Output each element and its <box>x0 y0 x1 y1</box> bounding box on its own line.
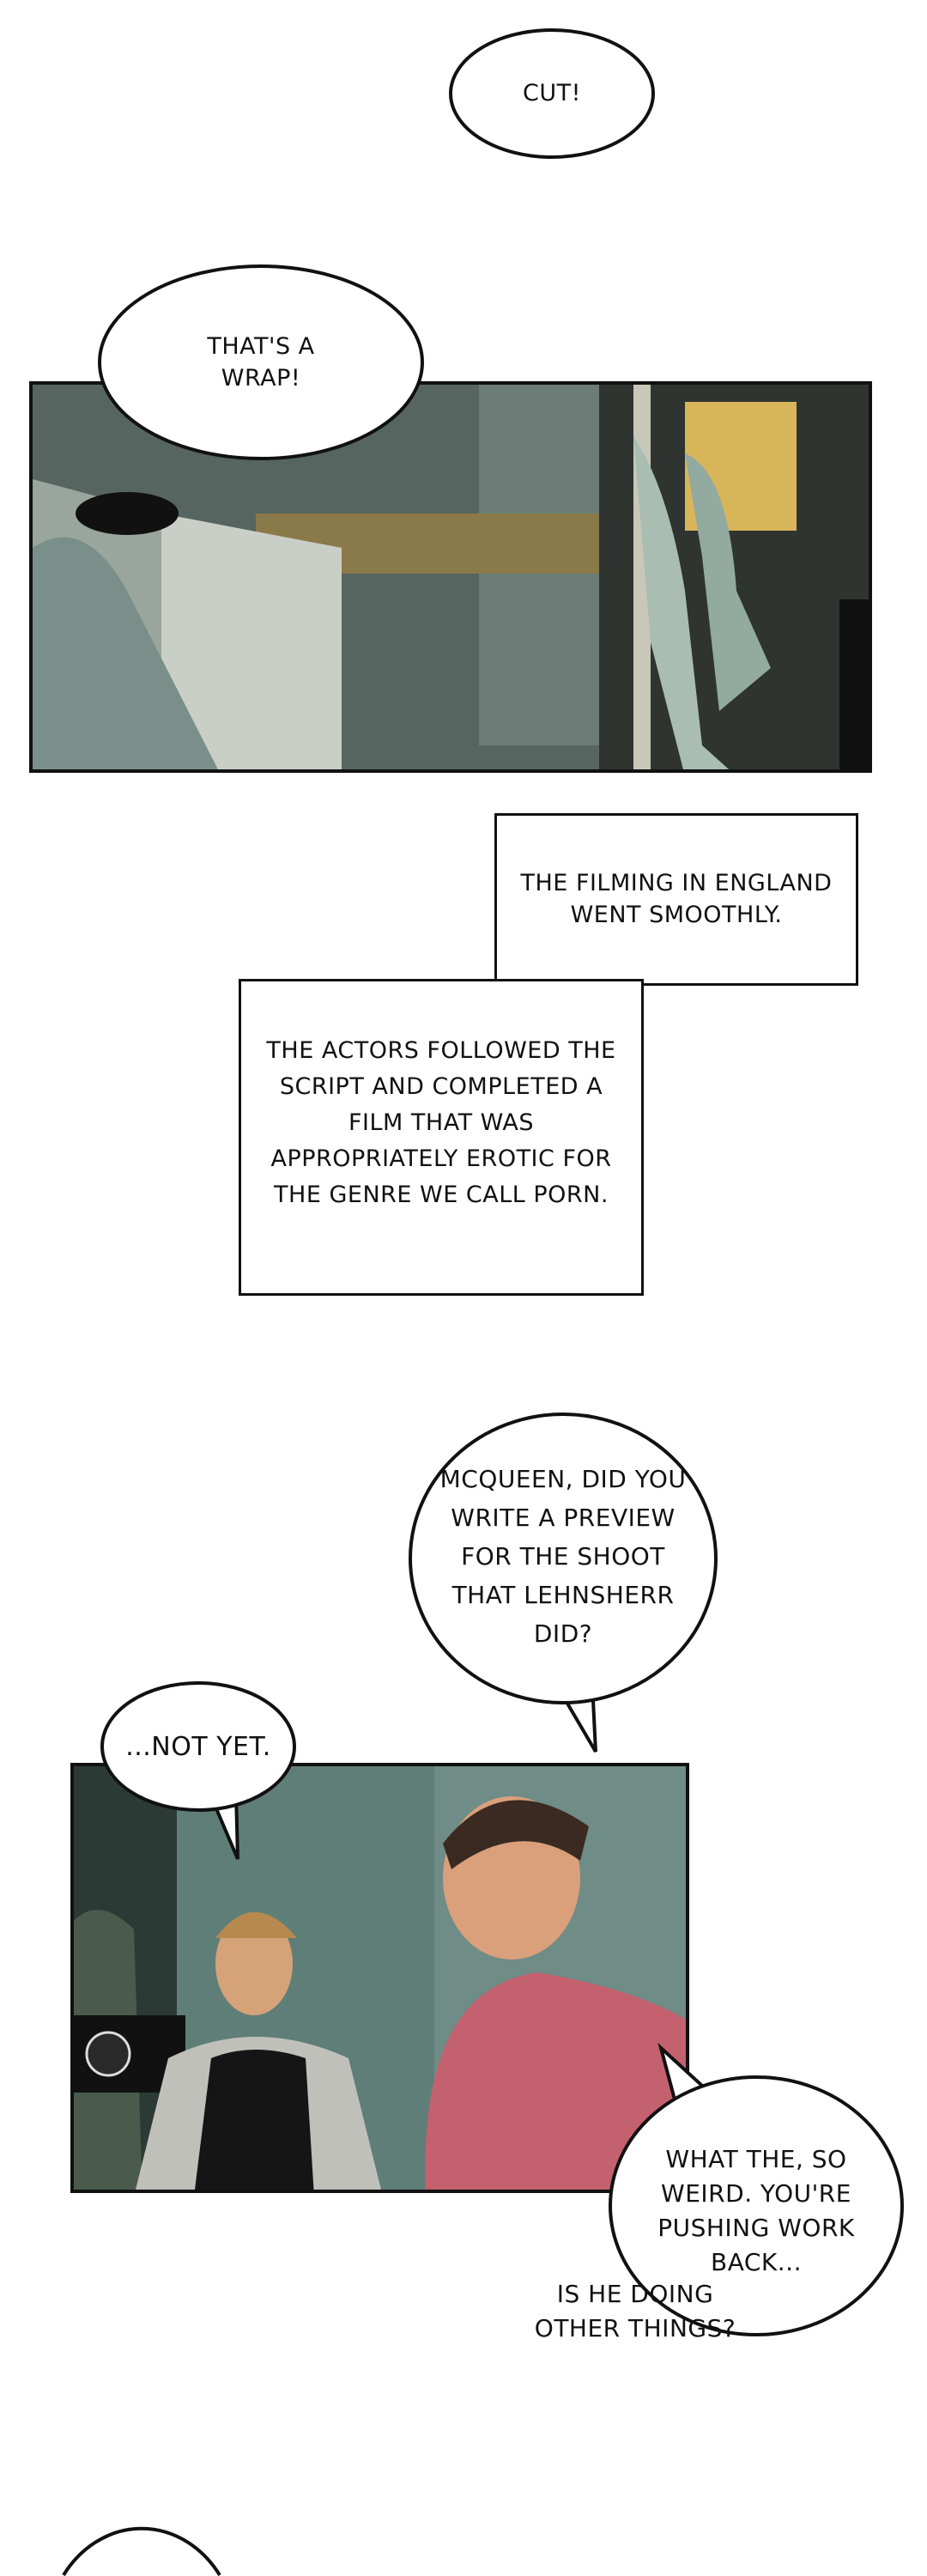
narration-box-2: THE ACTORS FOLLOWED THE SCRIPT AND COMPL… <box>239 979 644 1296</box>
film-set-illustration <box>33 385 869 769</box>
bubble-mcqueen-text: MCQUEEN, DID YOU WRITE A PREVIEW FOR THE… <box>439 1465 687 1648</box>
bubble-cut-text: CUT! <box>523 80 581 106</box>
aside-text: IS HE DOING OTHER THINGS? <box>534 2280 736 2342</box>
narration-box-1-text: THE FILMING IN ENGLAND WENT SMOOTHLY. <box>520 870 833 928</box>
bubble-wrap-text: THAT'S A WRAP! <box>207 333 315 392</box>
bubble-not-yet <box>100 1681 296 1812</box>
bubble-what-the-text: WHAT THE, SO WEIRD. YOU'RE PUSHING WORK … <box>657 2145 855 2276</box>
narration-box-2-text: THE ACTORS FOLLOWED THE SCRIPT AND COMPL… <box>266 1037 616 1208</box>
office-illustration <box>74 1766 686 2190</box>
bubble-cut <box>449 28 655 159</box>
bubble-wrap <box>98 264 424 460</box>
bubble-not-yet-text: ...NOT YET. <box>125 1732 271 1762</box>
narration-box-1: THE FILMING IN ENGLAND WENT SMOOTHLY. <box>494 813 858 986</box>
bubble-what-the <box>609 2075 904 2336</box>
panel-film-set <box>29 381 872 773</box>
panel-office <box>70 1763 689 2193</box>
bubble-bottom <box>62 2526 221 2576</box>
bubble-mcqueen <box>409 1413 718 1704</box>
